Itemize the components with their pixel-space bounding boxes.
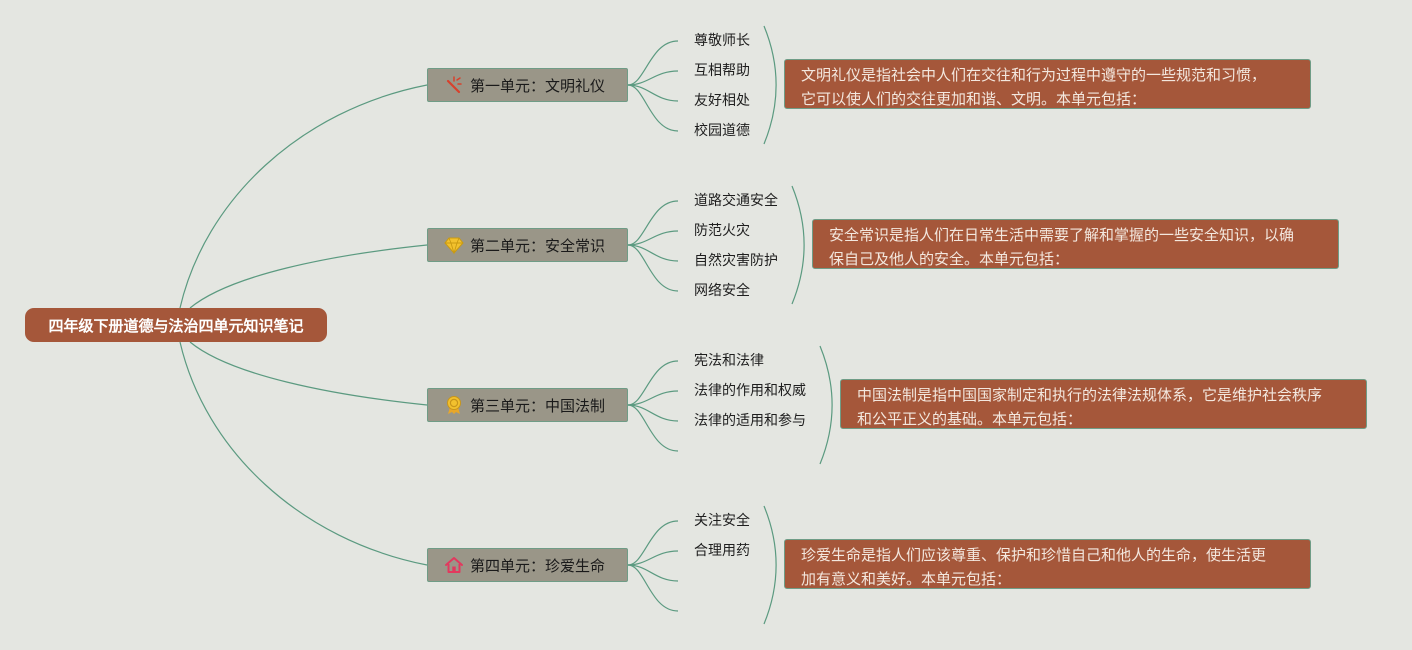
root-topic[interactable]: 四年级下册道德与法治四单元知识笔记 (25, 308, 327, 342)
unit-4-node[interactable]: 第四单元：珍爱生命 (427, 548, 628, 582)
unit-1-node[interactable]: 第一单元：文明礼仪 (427, 68, 628, 102)
brace-unit1 (763, 25, 777, 145)
brace-unit2 (791, 185, 805, 305)
unit-3-title: 第三单元：中国法制 (470, 396, 606, 415)
unit-4-subtopic-2[interactable]: 合理用药 (694, 543, 750, 559)
unit-1-subtopic-1[interactable]: 尊敬师长 (694, 33, 750, 49)
connector-root-unit4 (179, 341, 428, 566)
unit-1-description[interactable]: 文明礼仪是指社会中人们在交往和行为过程中遵守的一些规范和习惯， 它可以使人们的交… (784, 59, 1311, 109)
diamond-icon (444, 235, 464, 255)
unit-3-description[interactable]: 中国法制是指中国国家制定和执行的法律法规体系，它是维护社会秩序 和公平正义的基础… (840, 379, 1367, 429)
unit-1-subtopic-2[interactable]: 互相帮助 (694, 63, 750, 79)
connector-root-unit1 (179, 84, 428, 309)
root-title: 四年级下册道德与法治四单元知识笔记 (48, 316, 304, 335)
unit-3-subtopic-3[interactable]: 法律的适用和参与 (694, 413, 806, 429)
connector-root-unit2 (189, 244, 428, 309)
unit-1-title: 第一单元：文明礼仪 (470, 76, 606, 95)
connector-root-unit3 (189, 341, 428, 406)
brace-unit4 (763, 505, 777, 625)
unit-4-description[interactable]: 珍爱生命是指人们应该尊重、保护和珍惜自己和他人的生命，使生活更 加有意义和美好。… (784, 539, 1311, 589)
magic-wand-icon (444, 75, 464, 95)
unit-2-subtopic-2[interactable]: 防范火灾 (694, 223, 750, 239)
unit-1-subtopic-4[interactable]: 校园道德 (694, 123, 750, 139)
unit-2-title: 第二单元：安全常识 (470, 236, 606, 255)
unit-4-title: 第四单元：珍爱生命 (470, 556, 606, 575)
unit-4-subtopic-1[interactable]: 关注安全 (694, 513, 750, 529)
unit-3-subtopic-2[interactable]: 法律的作用和权威 (694, 383, 806, 399)
unit-2-subtopic-3[interactable]: 自然灾害防护 (694, 253, 778, 269)
brace-unit3 (819, 345, 833, 465)
unit-2-node[interactable]: 第二单元：安全常识 (427, 228, 628, 262)
unit-2-subtopic-4[interactable]: 网络安全 (694, 283, 750, 299)
unit-2-subtopic-1[interactable]: 道路交通安全 (694, 193, 778, 209)
unit-3-node[interactable]: 第三单元：中国法制 (427, 388, 628, 422)
unit-2-description[interactable]: 安全常识是指人们在日常生活中需要了解和掌握的一些安全知识，以确 保自己及他人的安… (812, 219, 1339, 269)
award-medal-icon (444, 395, 464, 415)
home-icon (444, 555, 464, 575)
unit-3-subtopic-1[interactable]: 宪法和法律 (694, 353, 764, 369)
unit-1-subtopic-3[interactable]: 友好相处 (694, 93, 750, 109)
